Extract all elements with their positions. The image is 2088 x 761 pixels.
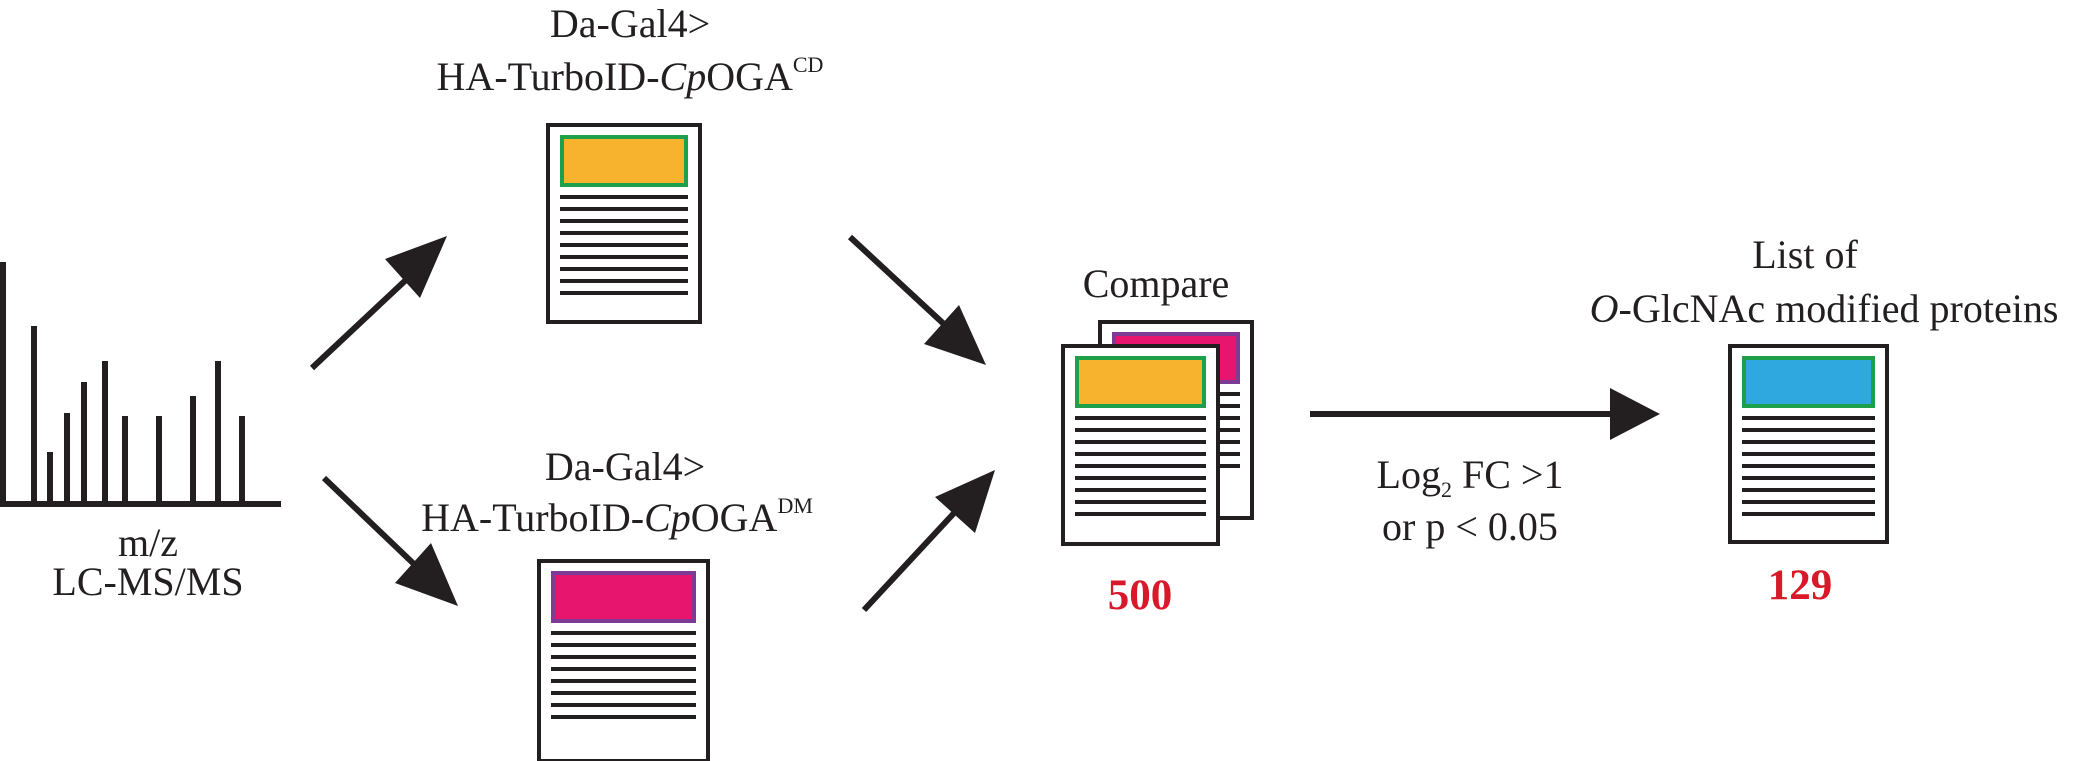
result-title-line1: List of [1752,232,1858,277]
arrow-to-top-sample [309,236,447,371]
document-header-block [1075,356,1206,408]
mass-spectrum-icon [0,262,281,507]
arrow-compare-to-list [1310,388,1660,440]
result-count: 129 [1767,562,1833,609]
document-icon-cd [546,123,702,324]
compare-label: Compare [1082,261,1230,306]
document-icon-result [1728,344,1889,544]
spectrum-xlabel: m/z [118,520,178,565]
document-header-block [560,135,688,187]
bottom-sample-construct: HA-TurboID-CpOGADM [421,493,813,540]
spectrum-method-label: LC-MS/MS [52,559,244,604]
document-icon-compare-front [1061,344,1220,546]
filter-criteria-line2: or p < 0.05 [1382,504,1558,549]
arrow-to-bottom-sample [321,475,458,606]
arrow-bottom-to-compare [861,470,995,613]
top-sample-driver: Da-Gal4> [549,1,711,46]
filter-criteria-line1: Log2 FC >1 [1376,452,1564,502]
result-title-line2: O-GlcNAc modified proteins [1589,286,2059,331]
document-icon-dm [537,559,710,761]
document-header-block [551,571,696,623]
compare-count: 500 [1107,572,1173,619]
arrow-top-to-compare [847,234,986,365]
top-sample-construct: HA-TurboID-CpOGACD [436,52,824,99]
bottom-sample-driver: Da-Gal4> [544,444,706,489]
document-header-block [1742,356,1875,408]
